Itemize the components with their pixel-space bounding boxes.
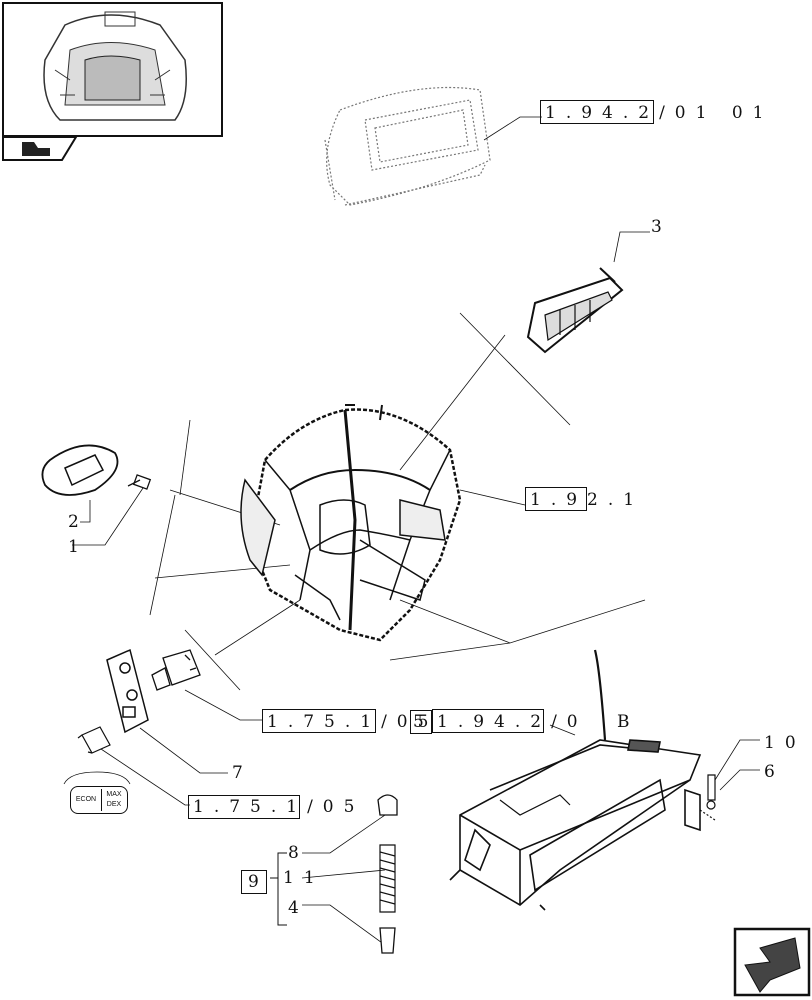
callout-6: 6 [764, 762, 775, 782]
badge-econ-label: ECON [75, 796, 97, 803]
callout-11: 11 [283, 868, 325, 888]
callout-box-9 [241, 870, 267, 894]
ref-box-top [540, 100, 654, 124]
reference-switch-b[interactable]: 1.75.1/05 [193, 797, 365, 817]
callout-4: 4 [288, 898, 299, 918]
leader-lines [72, 116, 760, 946]
gasket-part [41, 444, 119, 496]
reference-switch-a[interactable]: 1.75.1/05 [267, 712, 439, 732]
callout-9: 9 [248, 872, 259, 892]
switch-plate-part [106, 648, 149, 734]
filter-cap-part [377, 794, 398, 816]
next-page-arrow-icon[interactable] [733, 927, 811, 997]
reference-cab[interactable]: 1.92.1 [530, 490, 645, 510]
connector-part [151, 649, 201, 691]
ref-box-unit-b [432, 709, 544, 733]
callout-2: 2 [68, 512, 79, 532]
callout-1: 1 [68, 537, 79, 557]
callout-7: 7 [232, 763, 243, 783]
spring-part [379, 844, 396, 913]
air-conditioning-unit [449, 649, 702, 911]
reference-unit-c[interactable]: B [617, 712, 640, 732]
ref-box-switch-a [262, 709, 376, 733]
badge-divider [101, 789, 102, 811]
badge-bracket [63, 771, 131, 785]
ref-box-unit-a [410, 710, 432, 734]
ref-box-cab [525, 487, 587, 511]
previous-page-arrow-icon[interactable] [2, 136, 78, 161]
cab-frame [240, 404, 462, 642]
badge-max-label: MAX [106, 791, 122, 798]
callout-3: 3 [651, 217, 662, 237]
reference-top[interactable]: 1.94.2/01 01 [545, 103, 774, 123]
reference-unit-a[interactable]: 5 [413, 712, 434, 732]
rocker-switch-part [77, 726, 111, 754]
vent-grille-part [526, 267, 624, 354]
filter-end-part [379, 927, 396, 954]
badge-dex-label: DEX [106, 801, 122, 808]
ref-box-switch-b [188, 795, 300, 819]
callout-8: 8 [288, 843, 299, 863]
air-duct-outline [324, 86, 491, 206]
screw-part [127, 474, 152, 490]
bolt-part [699, 774, 716, 821]
callout-10: 10 [764, 733, 806, 753]
overview-thumbnail-icon[interactable] [2, 2, 223, 137]
reference-unit-b[interactable]: 1.94.2/0 [437, 712, 588, 732]
callout-bracket [270, 852, 287, 926]
econ-maxdex-badge: ECON MAX DEX [70, 786, 128, 814]
